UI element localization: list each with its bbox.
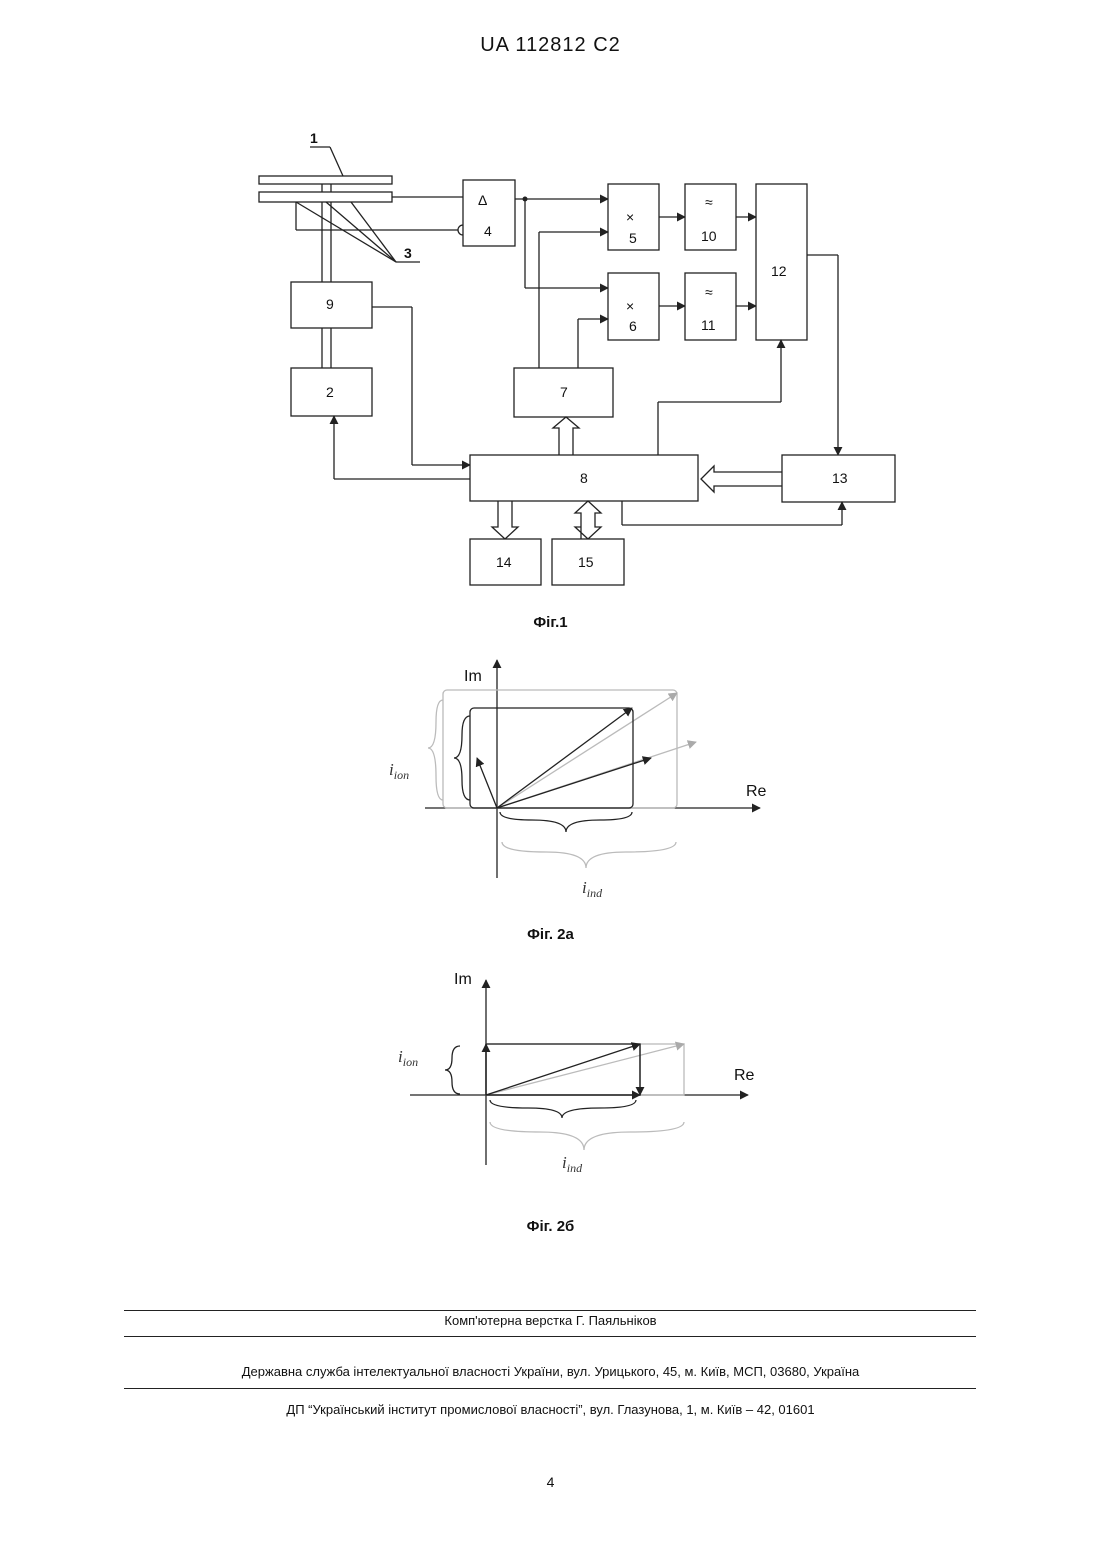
footer-institute: ДП “Український інститут промислової вла… bbox=[0, 1402, 1101, 1417]
footer-rule-3 bbox=[124, 1388, 976, 1389]
footer-rule-2 bbox=[124, 1336, 976, 1337]
fig2b-ion-label: iion bbox=[398, 1047, 418, 1069]
page-number: 4 bbox=[0, 1474, 1101, 1490]
fig2b-im-label: Im bbox=[454, 971, 472, 988]
footer-rule-1 bbox=[124, 1310, 976, 1311]
fig2b-grey-phasors bbox=[486, 1044, 684, 1150]
fig2b-caption: Фіг. 2б bbox=[0, 1218, 1101, 1235]
fig2b-ind-label: iind bbox=[562, 1153, 583, 1175]
fig2b-re-label: Re bbox=[734, 1067, 755, 1084]
footer-office: Державна служба інтелектуальної власност… bbox=[0, 1364, 1101, 1379]
footer-layout-credit: Комп'ютерна верстка Г. Паяльніков bbox=[0, 1313, 1101, 1328]
